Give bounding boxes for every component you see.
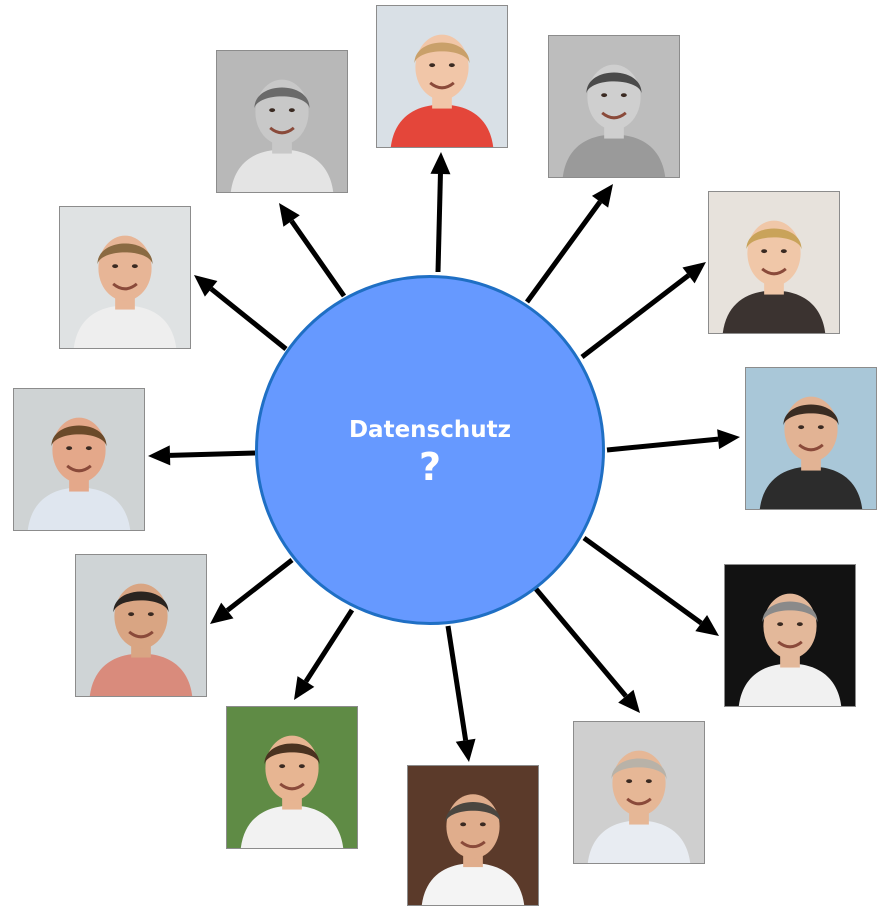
center-title: Datenschutz	[348, 417, 512, 443]
arrow-8	[294, 608, 355, 700]
arrow-4	[606, 429, 740, 453]
center-circle: Datenschutz ?	[255, 275, 605, 625]
arrow-6	[534, 587, 640, 713]
photo-man-glasses-books	[407, 765, 539, 906]
arrow-10	[148, 445, 256, 466]
photo-curly-man-green	[226, 706, 358, 849]
photo-doctor-dark	[724, 564, 856, 707]
photo-bearded-man	[75, 554, 207, 697]
photo-young-man-necklace	[59, 206, 191, 349]
photo-child-eating	[376, 5, 508, 148]
arrow-11	[194, 275, 288, 351]
photo-smiling-woman-gray	[548, 35, 680, 178]
arrow-3	[580, 262, 706, 359]
arrow-5	[582, 535, 719, 636]
arrow-9	[210, 558, 294, 624]
photo-smiling-man-checked	[13, 388, 145, 531]
photo-gray-hair-man	[573, 721, 705, 864]
arrow-7	[445, 625, 476, 762]
arrow-12	[279, 203, 347, 298]
photo-blonde-woman	[708, 191, 840, 334]
arrow-1	[430, 152, 451, 273]
photo-laughing-man-gray	[216, 50, 348, 193]
photo-man-suit	[745, 367, 877, 510]
center-question-mark: ?	[418, 445, 442, 489]
arrow-2	[524, 184, 613, 304]
